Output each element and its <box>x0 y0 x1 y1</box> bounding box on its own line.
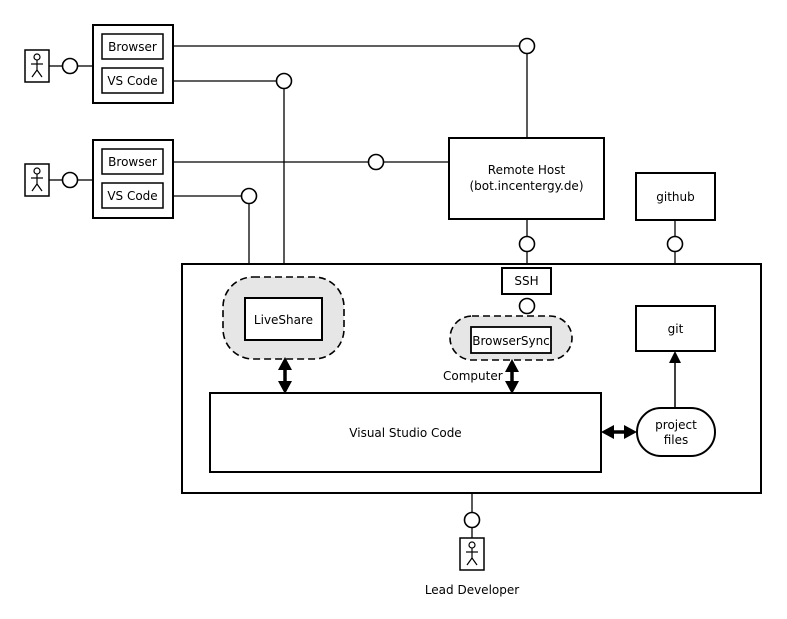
project-files-box[interactable] <box>636 407 716 457</box>
git-label: git <box>668 322 684 336</box>
remote-host-address: (bot.incentergy.de) <box>470 179 584 193</box>
computer-label: Computer <box>443 369 503 383</box>
liveshare-label: LiveShare <box>254 313 313 327</box>
liveshare-box[interactable] <box>244 297 323 341</box>
github-label: github <box>656 190 694 204</box>
visual-studio-code-label: Visual Studio Code <box>349 426 461 440</box>
vscode-1-label: VS Code <box>107 74 157 88</box>
browsersync-vscode-arrow <box>505 359 519 394</box>
ssh-label: SSH <box>514 274 538 288</box>
github-box[interactable] <box>635 172 716 221</box>
stick-figure-icon <box>24 163 50 197</box>
remote-user-2: Browser VS Code <box>92 139 174 219</box>
remote-user-1: Browser VS Code <box>92 24 174 104</box>
project-files-label-line2: files <box>664 433 689 447</box>
projectfiles-git-arrow <box>669 351 681 408</box>
project-files-label-line1: project <box>655 418 697 432</box>
browser-1-box[interactable] <box>101 33 164 60</box>
browser-1-label: Browser <box>108 40 157 54</box>
browsersync-label: BrowserSync <box>472 334 550 348</box>
stick-figure-icon <box>459 537 485 571</box>
browser-2-box[interactable] <box>101 148 164 175</box>
stick-figure-icon <box>24 49 50 83</box>
vscode-projectfiles-arrow <box>601 425 637 439</box>
vscode-2-label: VS Code <box>107 189 157 203</box>
liveshare-vscode-arrow <box>278 357 292 394</box>
vscode-2-box[interactable] <box>101 182 164 209</box>
lead-developer-label: Lead Developer <box>425 583 519 597</box>
remote-host: Remote Host (bot.incentergy.de) <box>448 137 605 220</box>
browsersync-box[interactable] <box>470 326 552 354</box>
ssh-box[interactable] <box>501 267 552 295</box>
browser-2-label: Browser <box>108 155 157 169</box>
lollipop-interface-icon <box>61 37 684 529</box>
remote-host-box[interactable] <box>448 137 605 220</box>
remote-host-title: Remote Host <box>488 163 566 177</box>
vscode-1-box[interactable] <box>101 67 164 94</box>
visual-studio-code-box[interactable] <box>209 392 602 473</box>
git-box[interactable] <box>635 305 716 352</box>
